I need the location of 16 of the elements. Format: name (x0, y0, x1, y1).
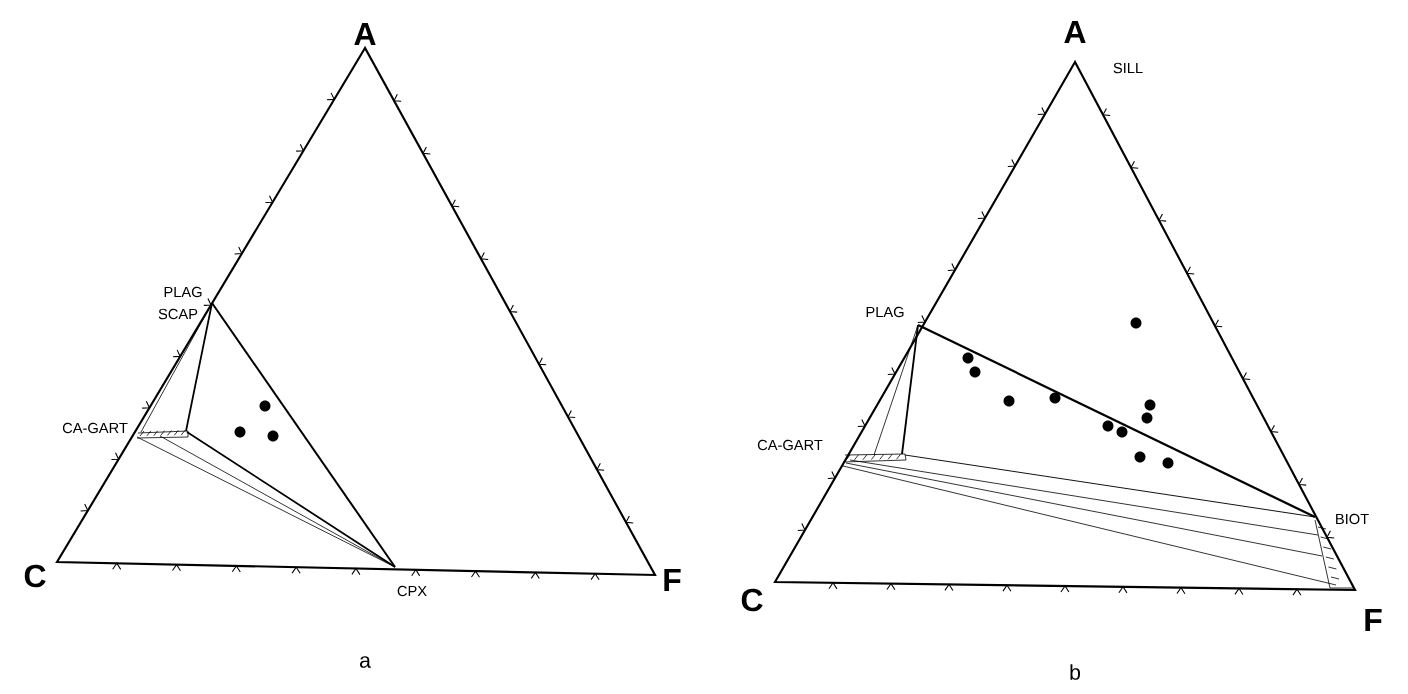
vertex-label: A (1064, 21, 1086, 43)
mineral-label: SILL (1113, 62, 1143, 74)
panel-label: a (360, 656, 371, 668)
mineral-label: CPX (397, 585, 427, 597)
mineral-label: CA-GART (62, 422, 128, 434)
mineral-label: SCAP (158, 308, 198, 320)
vertex-label: C (741, 588, 763, 612)
vertex-label: C (24, 564, 46, 588)
panel-label: b (1070, 664, 1081, 680)
vertex-label: A (354, 23, 376, 45)
vertex-label: F (664, 569, 681, 591)
mineral-label: CA-GART (757, 439, 823, 451)
mineral-label: PLAG (866, 306, 904, 318)
mineral-label: BIOT (1336, 513, 1369, 525)
mineral-label: PLAG (164, 286, 202, 298)
vertex-label: F (1365, 609, 1382, 631)
